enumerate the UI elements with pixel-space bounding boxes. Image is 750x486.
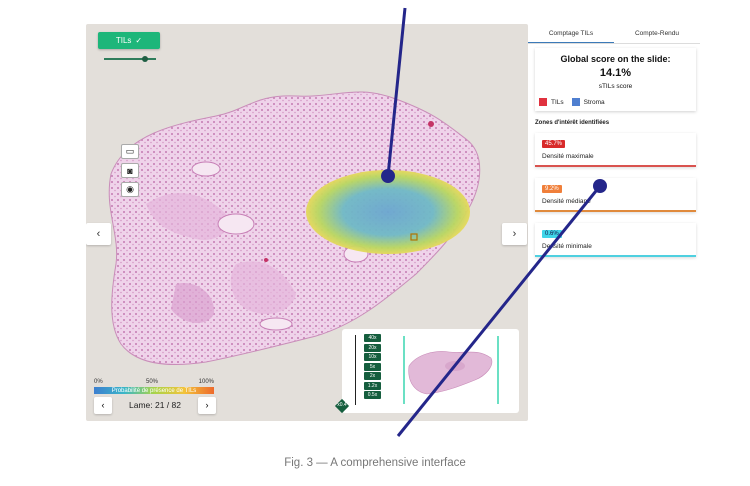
- zoom-level-list: 40x 20x 10x 5x 2x 1.2x 0.5x: [364, 334, 381, 399]
- tils-legend-label: TILs: [551, 98, 564, 106]
- score-subtitle: sTILs score: [598, 83, 633, 90]
- zoom-20x-button[interactable]: 20x: [364, 343, 381, 352]
- window-icon: ▭: [125, 146, 135, 156]
- window-tool-button[interactable]: ▭: [121, 144, 139, 159]
- legend-tick-0: 0%: [94, 379, 103, 385]
- tils-swatch: [539, 98, 547, 106]
- zone-min-badge: 0.6%: [542, 230, 562, 238]
- chevron-left-icon: ‹: [101, 400, 105, 410]
- tab-compte-rendu[interactable]: Compte-Rendu: [634, 30, 680, 37]
- zoom-1-2x-button[interactable]: 1.2x: [364, 381, 381, 390]
- global-score-card: Global score on the slide: 14.1% sTILs s…: [535, 48, 696, 111]
- panel-tabs: Comptage TILs Compte-Rendu: [528, 24, 700, 44]
- tils-toggle-button[interactable]: TILs ✓: [98, 32, 160, 49]
- zone-max-label: Densité maximale: [542, 153, 594, 160]
- camera-icon: ◙: [127, 165, 133, 176]
- zone-card-max[interactable]: 45.7% Densité maximale: [535, 133, 696, 167]
- figure-caption: Fig. 3 — A comprehensive interface: [284, 457, 466, 469]
- zoom-2x-button[interactable]: 2x: [364, 372, 381, 380]
- zone-card-min[interactable]: 0.6% Densité minimale: [535, 223, 696, 257]
- previous-slide-arrow[interactable]: ‹: [86, 223, 111, 245]
- results-panel: Comptage TILs Compte-Rendu Global score …: [528, 24, 700, 284]
- zoom-0-5x-button[interactable]: 0.5x: [364, 391, 381, 399]
- zone-median-label: Densité médiane: [542, 198, 591, 205]
- score-value: 14.1%: [599, 67, 632, 79]
- chevron-right-icon: ›: [512, 228, 517, 240]
- tab-comptage-tils[interactable]: Comptage TILs: [528, 24, 614, 43]
- legend-tick-50: 50%: [146, 379, 159, 385]
- legend-tick-100: 100%: [198, 379, 214, 385]
- pager-prev-button[interactable]: ‹: [94, 396, 112, 414]
- slide-counter: Lame: 21 / 82: [129, 400, 181, 410]
- zone-min-label: Densité minimale: [542, 243, 592, 250]
- zone-min-bar: [535, 255, 696, 257]
- zoom-10x-button[interactable]: 10x: [364, 353, 381, 361]
- zoom-scale-line: [355, 335, 356, 405]
- slider-track: [104, 58, 156, 60]
- score-title: Global score on the slide:: [560, 54, 671, 64]
- zone-median-badge: 9.2%: [542, 185, 562, 193]
- pager-next-button[interactable]: ›: [197, 396, 216, 414]
- zoom-5x-button[interactable]: 5x: [364, 362, 381, 371]
- stroma-swatch: [571, 98, 580, 106]
- next-slide-arrow[interactable]: ›: [502, 223, 527, 245]
- chevron-left-icon: ‹: [96, 228, 101, 240]
- current-zoom-value: x0.4: [337, 402, 347, 408]
- opacity-slider[interactable]: [104, 56, 156, 62]
- camera-tool-button[interactable]: ◙: [121, 163, 139, 178]
- slide-pager: ‹ Lame: 21 / 82 ›: [94, 396, 216, 414]
- zone-median-bar: [535, 210, 696, 212]
- legend-gradient: Probabilité de présence de TILs: [94, 387, 214, 394]
- eye-icon: ◉: [126, 184, 134, 194]
- zone-max-badge: 45.7%: [542, 140, 566, 148]
- probability-legend: 0% 50% 100% Probabilité de présence de T…: [94, 379, 214, 394]
- slider-thumb[interactable]: [142, 56, 148, 62]
- eye-tool-button[interactable]: ◉: [121, 182, 139, 197]
- stroma-legend-label: Stroma: [583, 98, 605, 106]
- minimap-panel: 40x 20x 10x 5x 2x 1.2x 0.5x: [342, 329, 519, 413]
- minimap-thumbnail[interactable]: [403, 336, 499, 404]
- current-zoom-indicator: x0.4: [334, 398, 350, 414]
- slide-viewer[interactable]: TILs ✓ ▭ ◙ ◉ ‹ › 0% 50% 100%: [86, 24, 528, 421]
- tils-button-label: TILs: [115, 36, 132, 45]
- zone-max-bar: [535, 165, 696, 167]
- zoom-40x-button[interactable]: 40x: [364, 334, 381, 342]
- class-legend: TILs Stroma: [539, 98, 605, 106]
- chevron-right-icon: ›: [205, 400, 209, 410]
- tils-heatmap-region: [306, 170, 470, 254]
- legend-label: Probabilité de présence de TILs: [111, 387, 197, 394]
- zones-title: Zones d'intérêt identifiées: [535, 120, 610, 126]
- zone-card-median[interactable]: 9.2% Densité médiane: [535, 178, 696, 212]
- check-icon: ✓: [135, 36, 143, 45]
